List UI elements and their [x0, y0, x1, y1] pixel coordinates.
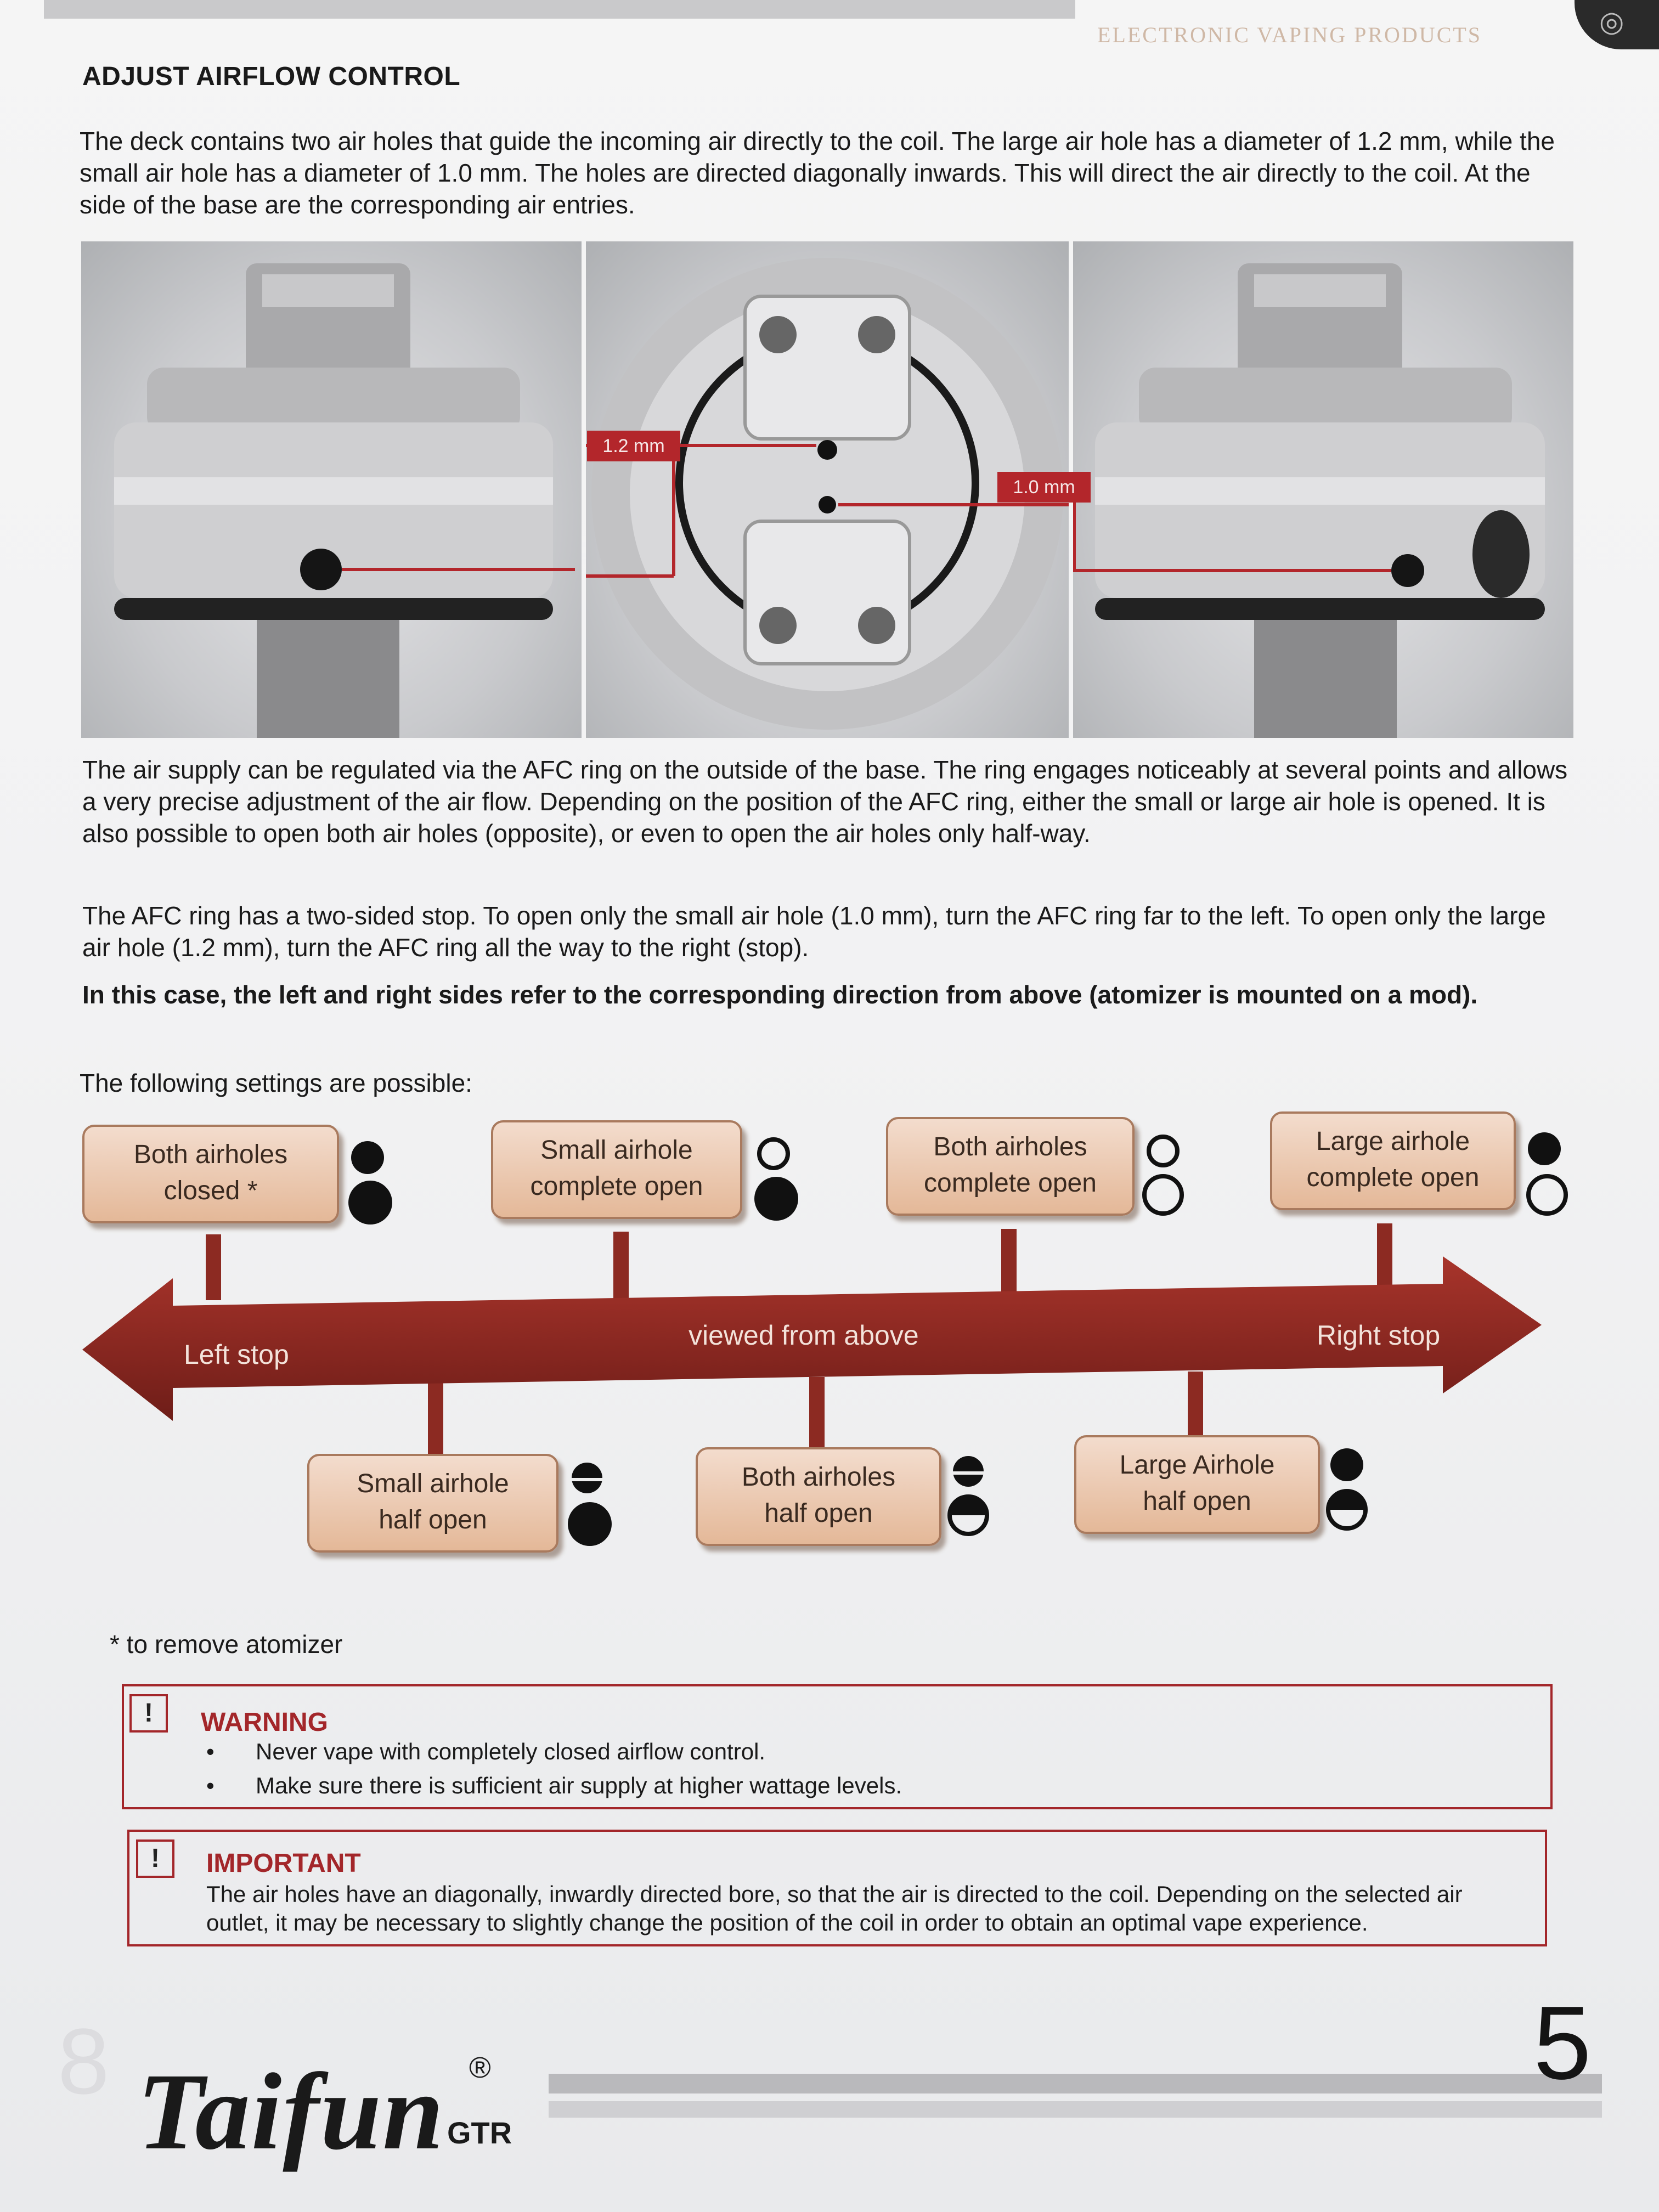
brand-swirl-icon: ◎ — [1575, 0, 1659, 49]
footer-bar — [549, 2074, 1602, 2094]
ghost-page-number: 8 — [58, 2010, 110, 2114]
section-title: ADJUST AIRFLOW CONTROL — [82, 62, 461, 91]
setting-line2: closed * — [163, 1176, 258, 1205]
brand-subtitle: ELECTRONIC VAPING PRODUCTS — [1097, 22, 1482, 47]
paragraph-afc-stop: The AFC ring has a two-sided stop. To op… — [82, 901, 1546, 962]
airhole-indicator-large-half — [1326, 1448, 1368, 1531]
footer-bar-shadow — [549, 2101, 1602, 2118]
logo-model: GTR — [447, 2115, 512, 2150]
important-icon: ! — [136, 1839, 174, 1878]
stem — [428, 1383, 443, 1454]
airflow-settings-diagram: Left stop viewed from above Right stop B… — [82, 1111, 1580, 1575]
warning-icon: ! — [129, 1694, 168, 1733]
footnote: * to remove atomizer — [110, 1630, 343, 1658]
arrow-left-label: Left stop — [184, 1339, 289, 1370]
warning-list: Never vape with completely closed airflo… — [206, 1735, 902, 1803]
setting-large-open: Large airhole complete open — [1270, 1111, 1516, 1210]
setting-line1: Large Airhole — [1119, 1451, 1275, 1480]
setting-small-half: Small airhole half open — [307, 1454, 558, 1553]
setting-line1: Both airholes — [741, 1463, 896, 1492]
label-large-hole: 1.2 mm — [587, 431, 680, 461]
airhole-indicator-both-half — [947, 1456, 989, 1536]
setting-line2: complete open — [530, 1172, 703, 1201]
setting-line1: Both airholes — [933, 1132, 1087, 1161]
photo-top-deck — [586, 241, 1069, 738]
important-title: IMPORTANT — [206, 1849, 361, 1878]
setting-both-open: Both airholes complete open — [886, 1117, 1135, 1216]
intro-paragraph: The deck contains two air holes that gui… — [80, 127, 1555, 219]
setting-both-closed: Both airholes closed * — [82, 1125, 339, 1223]
atomizer-side-right-illustration — [1073, 263, 1545, 738]
airhole-indicator-large-open — [1526, 1132, 1568, 1216]
label-small-hole: 1.0 mm — [997, 472, 1091, 503]
setting-line1: Small airhole — [540, 1136, 693, 1165]
stem — [1001, 1229, 1017, 1300]
paragraph-direction-note: In this case, the left and right sides r… — [82, 980, 1478, 1009]
photo-left-side — [81, 241, 582, 738]
airhole-indicator-small-open — [754, 1137, 798, 1221]
paragraph-air-supply: The air supply can be regulated via the … — [82, 755, 1568, 848]
registered-mark: ® — [469, 2051, 491, 2084]
warning-item: Never vape with completely closed airflo… — [206, 1735, 902, 1769]
setting-line1: Small airhole — [357, 1469, 509, 1498]
setting-small-open: Small airhole complete open — [491, 1120, 742, 1219]
direction-arrow — [82, 1256, 1542, 1421]
taifun-logo: Taifun — [137, 2051, 445, 2172]
airhole-indicator-both-open — [1142, 1135, 1184, 1216]
airhole-indicator-both-closed — [348, 1141, 392, 1224]
setting-line2: complete open — [1306, 1163, 1480, 1192]
paragraph-settings-intro: The following settings are possible: — [80, 1069, 472, 1097]
setting-line2: half open — [1143, 1487, 1251, 1516]
page-number: 5 — [1533, 1985, 1592, 2101]
atomizer-photos: 1.2 mm 1.0 mm — [81, 241, 1573, 738]
setting-both-half: Both airholes half open — [696, 1447, 941, 1546]
atomizer-side-left-illustration — [114, 263, 575, 738]
important-box: ! IMPORTANT The air holes have an diagon… — [127, 1830, 1547, 1946]
stem — [206, 1234, 221, 1300]
photo-right-side — [1073, 241, 1573, 738]
header-bar — [44, 0, 1075, 19]
warning-title: WARNING — [201, 1708, 328, 1737]
setting-line2: half open — [379, 1505, 487, 1534]
setting-line2: half open — [764, 1499, 873, 1528]
arrow-right-label: Right stop — [1317, 1320, 1441, 1351]
setting-line1: Large airhole — [1316, 1127, 1470, 1156]
atomizer-deck-illustration — [586, 258, 1069, 730]
airhole-indicator-small-half — [568, 1463, 612, 1546]
arrow-center-label: viewed from above — [689, 1320, 919, 1351]
stem — [809, 1377, 825, 1448]
setting-large-half: Large Airhole half open — [1074, 1435, 1320, 1534]
setting-line2: complete open — [924, 1169, 1097, 1198]
warning-item: Make sure there is sufficient air supply… — [206, 1769, 902, 1803]
stem — [613, 1232, 629, 1300]
setting-line1: Both airholes — [133, 1140, 288, 1169]
important-text: The air holes have an diagonally, inward… — [206, 1881, 1463, 1936]
stem — [1188, 1372, 1203, 1443]
warning-box: ! WARNING Never vape with completely clo… — [122, 1684, 1553, 1809]
